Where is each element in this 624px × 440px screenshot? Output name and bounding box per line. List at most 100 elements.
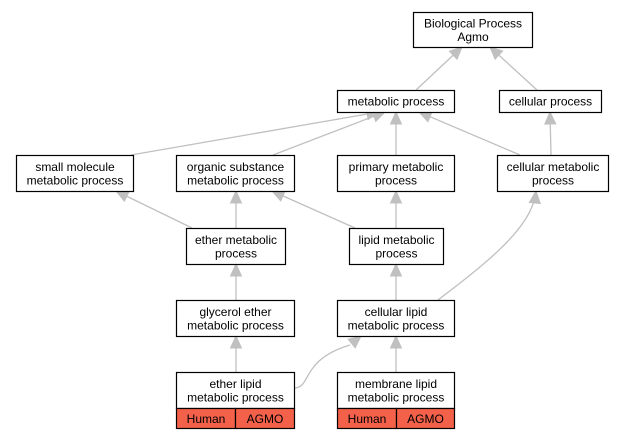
edge-cellular-lipid-to-cellular-metabolic-line: [437, 195, 536, 301]
edge-cellular-to-root-line: [497, 53, 538, 91]
edge-cellular-lipid-to-lipid-arrow: [389, 262, 403, 277]
edge-cellular-lipid-to-cellular-metabolic-arrow: [528, 189, 542, 205]
edge-ether-to-organic-substance-arrow: [229, 189, 243, 204]
edge-cellular-metabolic-to-metabolic: [417, 111, 521, 156]
node-cellular-metabolic-label-line-1: cellular metabolic: [507, 160, 600, 174]
node-ether-lipid-tag-2-box: [234, 407, 296, 430]
node-glycerol-ether-box: [175, 299, 296, 338]
node-cellular-box: [498, 89, 603, 114]
edge-ether-lipid-to-cellular-lipid-line: [293, 344, 351, 389]
node-organic-substance-box: [175, 154, 296, 193]
edge-cellular-metabolic-to-metabolic-arrow: [417, 111, 433, 123]
edge-cellular-lipid-to-lipid: [389, 262, 403, 300]
edges-layer: [114, 46, 557, 389]
edge-membrane-lipid-to-cellular-lipid-arrow: [389, 334, 403, 349]
edge-ether-lipid-to-cellular-lipid-arrow: [347, 335, 362, 349]
edge-ether-to-organic-substance: [229, 189, 243, 228]
edge-cellular-metabolic-to-cellular: [544, 110, 557, 156]
node-primary-label-line-2: process: [375, 173, 417, 187]
edge-cellular-to-root-arrow: [489, 46, 504, 61]
node-ether-lipid-tag-2: AGMO: [247, 412, 284, 426]
edge-lipid-to-organic-substance: [270, 190, 356, 229]
node-small-molecule-label-line-2: metabolic process: [27, 173, 124, 187]
node-ether-lipid-label-line-1: ether lipid: [209, 377, 261, 391]
edge-lipid-to-primary: [389, 189, 403, 228]
edge-cellular-lipid-to-cellular-metabolic: [437, 189, 542, 301]
edge-glycerol-ether-to-ether-arrow: [229, 262, 243, 277]
edge-primary-to-metabolic-arrow: [389, 110, 403, 125]
node-small-molecule-box: [15, 154, 135, 193]
node-ether-lipid-box: [175, 371, 296, 410]
node-cellular[interactable]: cellular process: [498, 89, 603, 114]
node-glycerol-ether-label-line-1: glycerol ether: [199, 305, 271, 319]
node-membrane-lipid-label-line-1: membrane lipid: [355, 377, 437, 391]
edge-cellular-metabolic-to-metabolic-line: [428, 115, 521, 156]
node-lipid-label-line-1: lipid metabolic: [358, 233, 434, 247]
edge-ether-to-small-molecule-arrow: [114, 190, 130, 203]
edge-small-molecule-to-metabolic: [130, 107, 381, 156]
node-primary-label-line-1: primary metabolic: [349, 160, 444, 174]
node-membrane-lipid-tag-2-box: [395, 407, 456, 430]
node-organic-substance-label-line-2: metabolic process: [187, 173, 284, 187]
node-glycerol-ether-label-line-2: metabolic process: [187, 318, 284, 332]
node-cellular-metabolic-box: [496, 154, 610, 193]
node-primary-box: [336, 154, 456, 193]
node-lipid-box: [348, 227, 445, 266]
node-ether-label-line-1: ether metabolic: [195, 233, 277, 247]
edge-lipid-to-primary-arrow: [389, 189, 403, 204]
edge-cellular-metabolic-to-cellular-line: [549, 122, 552, 156]
edge-primary-to-metabolic: [389, 110, 403, 155]
node-metabolic-label-line-1: metabolic process: [348, 95, 445, 109]
edge-metabolic-to-root-arrow: [448, 46, 463, 61]
edge-cellular-metabolic-to-cellular-arrow: [544, 110, 557, 125]
node-ether-label-line-2: process: [215, 246, 257, 260]
node-ether-box: [185, 227, 287, 266]
node-small-molecule-label-line-1: small molecule: [35, 160, 115, 174]
node-root-label-line-2: Agmo: [457, 30, 489, 44]
edge-ether-lipid-to-cellular-lipid: [293, 335, 362, 389]
edge-ether-lipid-to-glycerol-ether-arrow: [229, 334, 243, 349]
edge-metabolic-to-root-line: [415, 54, 455, 91]
edge-cellular-to-root: [489, 46, 538, 91]
edge-ether-to-small-molecule-line: [125, 195, 193, 229]
node-organic-substance-label-line-1: organic substance: [187, 160, 285, 174]
node-root-box: [412, 11, 534, 49]
node-membrane-lipid-box: [336, 371, 456, 410]
edge-ether-to-small-molecule: [114, 190, 193, 229]
node-membrane-lipid-label-line-2: metabolic process: [348, 390, 445, 404]
node-membrane-lipid-tag-1: Human: [348, 412, 387, 426]
node-metabolic-box: [336, 89, 456, 114]
edge-small-molecule-to-metabolic-line: [130, 113, 369, 156]
node-root-label-line-1: Biological Process: [424, 16, 522, 30]
node-cellular-label-line-1: cellular process: [509, 95, 592, 109]
node-metabolic[interactable]: metabolic process: [336, 89, 456, 114]
node-ether-lipid-label-line-2: metabolic process: [187, 390, 284, 404]
node-ether-lipid-tag-1: Human: [187, 412, 226, 426]
edge-organic-substance-to-metabolic-line: [272, 115, 375, 156]
edge-lipid-to-organic-substance-arrow: [270, 190, 286, 202]
node-cellular-lipid-label-line-2: metabolic process: [348, 318, 445, 332]
edge-metabolic-to-root: [415, 46, 463, 91]
node-lipid-label-line-2: process: [375, 246, 417, 260]
node-cellular-lipid-box: [336, 299, 456, 338]
edge-membrane-lipid-to-cellular-lipid: [389, 334, 403, 372]
edge-lipid-to-organic-substance-line: [281, 194, 356, 229]
node-cellular-metabolic-label-line-2: process: [532, 173, 574, 187]
edge-ether-lipid-to-glycerol-ether: [229, 334, 243, 372]
node-membrane-lipid-tag-2: AGMO: [407, 412, 444, 426]
edge-glycerol-ether-to-ether: [229, 262, 243, 300]
node-cellular-lipid-label-line-1: cellular lipid: [365, 305, 428, 319]
